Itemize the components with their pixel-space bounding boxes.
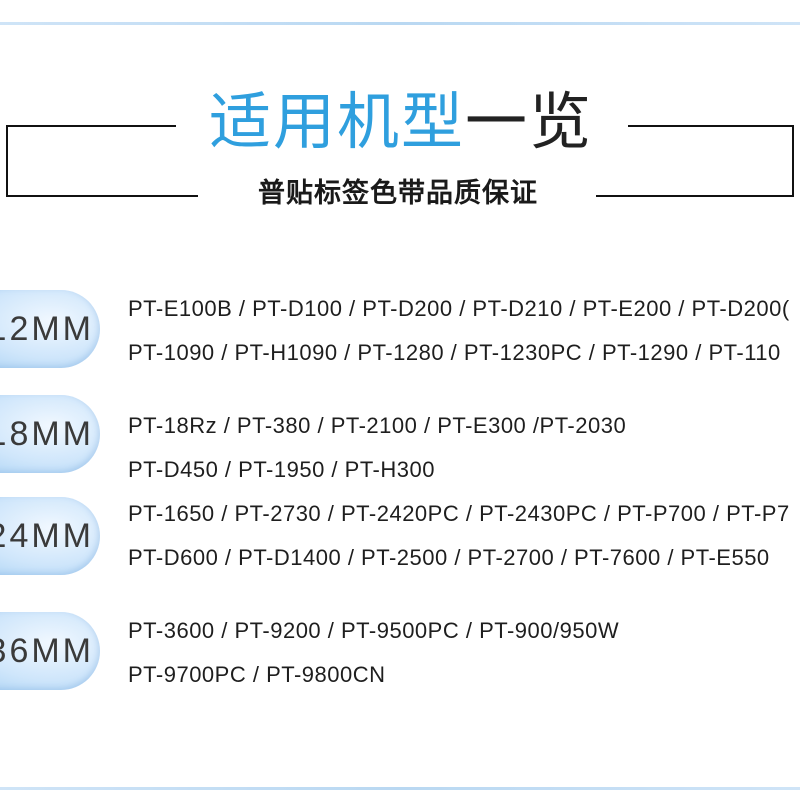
model-line: PT-18Rz / PT-380 / PT-2100 / PT-E300 /PT…: [128, 413, 627, 438]
frame-top-right: [628, 125, 794, 127]
model-line: PT-3600 / PT-9200 / PT-9500PC / PT-900/9…: [128, 618, 620, 643]
model-line: PT-1650 / PT-2730 / PT-2420PC / PT-2430P…: [128, 501, 790, 526]
frame-right: [792, 125, 794, 197]
size-label: 36MM: [0, 631, 94, 670]
model-line: PT-D600 / PT-D1400 / PT-2500 / PT-2700 /…: [128, 545, 770, 570]
size-pill-24mm: 24MM: [0, 497, 100, 575]
model-list-18mm: PT-18Rz / PT-380 / PT-2100 / PT-E300 /PT…: [128, 404, 800, 492]
frame-left: [6, 125, 8, 197]
top-divider: [0, 22, 800, 25]
bottom-divider: [0, 787, 800, 790]
frame-bottom-left: [6, 195, 198, 197]
size-pill-36mm: 36MM: [0, 612, 100, 690]
frame-top-left: [6, 125, 176, 127]
size-label: 12MM: [0, 309, 94, 348]
frame-bottom-right: [596, 195, 794, 197]
page-subtitle: 普贴标签色带品质保证: [258, 178, 538, 209]
model-line: PT-9700PC / PT-9800CN: [128, 662, 386, 687]
title-highlight: 适用机型: [208, 85, 465, 158]
title-suffix: 一览: [465, 85, 594, 158]
model-list-12mm: PT-E100B / PT-D100 / PT-D200 / PT-D210 /…: [128, 287, 800, 375]
size-pill-18mm: 18MM: [0, 395, 100, 473]
model-line: PT-E100B / PT-D100 / PT-D200 / PT-D210 /…: [128, 296, 790, 321]
size-label: 18MM: [0, 414, 94, 453]
page-title: 适用机型一览: [186, 84, 616, 160]
model-line: PT-1090 / PT-H1090 / PT-1280 / PT-1230PC…: [128, 340, 781, 365]
model-line: PT-D450 / PT-1950 / PT-H300: [128, 457, 435, 482]
size-label: 24MM: [0, 516, 94, 555]
size-pill-12mm: 12MM: [0, 290, 100, 368]
model-list-24mm: PT-1650 / PT-2730 / PT-2420PC / PT-2430P…: [128, 492, 800, 580]
model-list-36mm: PT-3600 / PT-9200 / PT-9500PC / PT-900/9…: [128, 609, 800, 697]
